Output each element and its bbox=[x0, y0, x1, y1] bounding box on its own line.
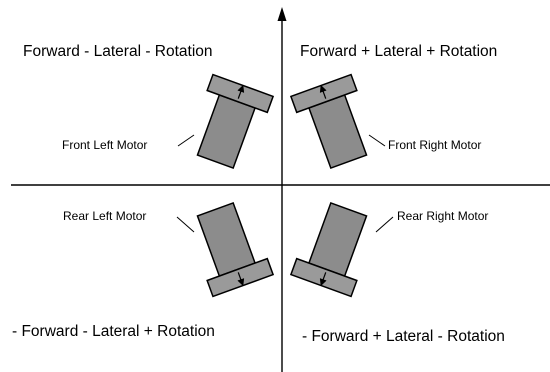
leader-lines bbox=[176, 134, 394, 233]
front-left-motor-label: Front Left Motor bbox=[62, 138, 147, 152]
direction-arrow-icon bbox=[237, 272, 245, 287]
axes bbox=[11, 7, 550, 372]
front-left-motor bbox=[196, 73, 275, 170]
rear-right-formula: - Forward + Lateral - Rotation bbox=[302, 328, 505, 345]
up-arrow-icon bbox=[277, 7, 287, 21]
rear-left-leader bbox=[176, 216, 195, 233]
rear-right-motor bbox=[289, 201, 368, 298]
rear-left-motor-label: Rear Left Motor bbox=[63, 209, 146, 223]
motor-body bbox=[196, 201, 257, 278]
direction-arrow-icon bbox=[319, 84, 327, 99]
front-left-leader bbox=[177, 134, 195, 147]
front-left-formula: Forward - Lateral - Rotation bbox=[23, 43, 213, 60]
motor-body bbox=[307, 201, 368, 278]
rear-right-leader bbox=[375, 216, 394, 233]
front-right-motor bbox=[289, 73, 368, 170]
front-right-motor-label: Front Right Motor bbox=[388, 138, 481, 152]
front-right-leader bbox=[368, 134, 386, 147]
rear-left-formula: - Forward - Lateral + Rotation bbox=[12, 323, 215, 340]
motor-body bbox=[196, 93, 257, 170]
direction-arrow-icon bbox=[237, 84, 245, 99]
rear-left-motor bbox=[196, 201, 275, 298]
direction-arrow-icon bbox=[319, 272, 327, 287]
front-right-formula: Forward + Lateral + Rotation bbox=[300, 43, 497, 60]
rear-right-motor-label: Rear Right Motor bbox=[397, 209, 488, 223]
motor-body bbox=[307, 93, 368, 170]
